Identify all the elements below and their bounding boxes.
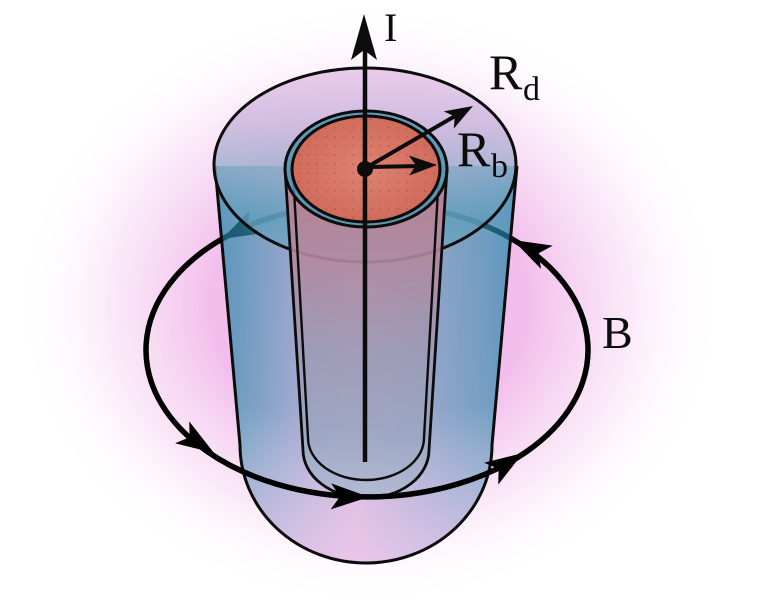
b-field-left-arrowhead-icon [175, 421, 214, 453]
outer-radius-label: R [489, 44, 523, 100]
outer-cylinder-outline [213, 165, 519, 565]
current-arrow [351, 14, 377, 462]
inner-radius-arrow [369, 164, 425, 169]
inner-column [283, 109, 449, 500]
current-label: I [384, 5, 397, 50]
field-label: B [602, 307, 633, 358]
inner-rod-edges [291, 171, 441, 482]
inner-radius-label: R [457, 121, 491, 177]
inner-radius-arrowhead-icon [408, 155, 437, 176]
b-field-loop-front [143, 236, 591, 510]
outer-radius-arrow [367, 110, 464, 168]
b-field-backright-arrowhead-icon [513, 240, 553, 269]
inner-radius-subscript: b [491, 148, 508, 185]
outer-radius-subscript: d [523, 71, 540, 108]
radius-arrows [367, 106, 473, 176]
current-arrowhead-icon [351, 14, 377, 60]
outer-radius-arrowhead-icon [443, 106, 473, 129]
b-field-front-arrowhead-icon [330, 483, 369, 510]
b-field-right-arrowhead-icon [484, 453, 523, 485]
